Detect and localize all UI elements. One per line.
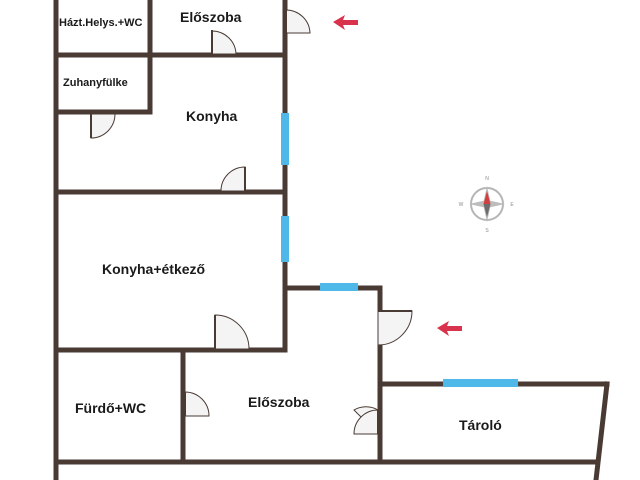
compass-west-label: W — [459, 202, 464, 208]
room-label-furdo-wc: Fürdő+WC — [75, 400, 147, 416]
windows — [281, 113, 518, 387]
compass-north-label: N — [485, 176, 489, 182]
window — [320, 283, 358, 291]
doors — [90, 9, 413, 436]
arrow-left-icon — [437, 321, 462, 336]
room-label-konyha-etkezo: Konyha+étkező — [102, 261, 206, 277]
door-swing — [211, 30, 237, 55]
arrow-left-icon — [333, 15, 358, 30]
entrance-arrows — [333, 15, 462, 336]
door-swing — [353, 406, 379, 436]
room-label-hazt-helys-wc: Házt.Helys.+WC — [59, 17, 143, 29]
door-swing — [214, 314, 250, 350]
window — [281, 216, 289, 262]
door-swing — [184, 391, 210, 417]
door-swing — [377, 310, 413, 346]
door-swing — [90, 113, 116, 139]
door-swing — [220, 166, 246, 192]
window — [281, 113, 289, 165]
room-label-zuhanyfulke: Zuhanyfülke — [63, 77, 128, 89]
compass-south-label: S — [485, 228, 489, 234]
room-label-eloszoba-bottom: Előszoba — [248, 394, 310, 410]
room-label-tarolo: Tároló — [459, 417, 502, 433]
window — [443, 379, 518, 387]
compass-rose-icon: N S E W — [459, 176, 515, 234]
room-label-konyha: Konyha — [186, 108, 238, 124]
compass-east-label: E — [510, 202, 514, 208]
door-swing — [285, 9, 311, 34]
room-label-eloszoba-top: Előszoba — [180, 9, 242, 25]
compass-needle — [483, 191, 491, 204]
